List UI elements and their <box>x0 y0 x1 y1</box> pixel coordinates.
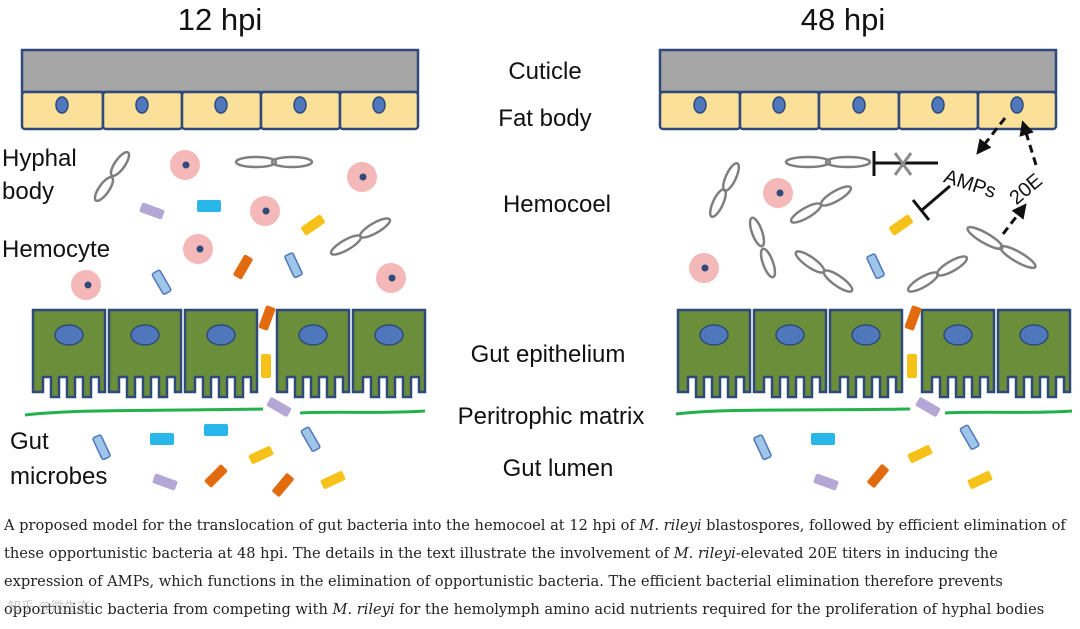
hemocoel-label: Hemocoel <box>503 191 611 218</box>
caption-species-2: M. rileyi <box>673 545 736 562</box>
hyphal-body-label-line1: Hyphal <box>2 145 77 172</box>
amps-inhibit-bacteria-bar <box>911 199 931 221</box>
inhibition-blocked-cross-icon <box>893 152 913 176</box>
left-peritrophic-matrix <box>24 407 426 417</box>
left-gut-microbes <box>92 424 346 497</box>
right-hemocytes <box>689 178 793 283</box>
hormone-20e-label: 20E <box>1005 170 1046 210</box>
caption-part-4: for the hemolymph amino acid nutrients r… <box>394 601 1045 618</box>
right-signaling: AMPs 20E <box>872 117 1047 235</box>
left-epithelium-nuclei <box>54 324 404 346</box>
diagram: 12 hpi 48 hpi Cuticle Fat body Hemocoel … <box>2 2 1073 497</box>
fatbody-to-amps-arrow <box>976 117 1007 155</box>
right-gut-epithelium <box>676 308 1072 399</box>
gut-microbes-label-line2: microbes <box>10 463 107 490</box>
amps-inhibit-bacteria-line <box>921 184 951 212</box>
fat-body-label: Fat body <box>498 105 591 132</box>
cuticle-label: Cuticle <box>508 58 581 85</box>
gut-epithelium-label: Gut epithelium <box>471 341 626 368</box>
left-fat-body <box>20 90 420 131</box>
right-fat-body <box>658 90 1058 131</box>
right-panel-title: 48 hpi <box>801 2 885 37</box>
caption-species-1: M. rileyi <box>639 517 702 534</box>
right-hyphal-bodies <box>708 155 1037 293</box>
left-translocating-bacteria <box>258 305 292 417</box>
caption-part-1: A proposed model for the translocation o… <box>4 517 640 534</box>
right-cuticle <box>658 48 1058 94</box>
hormone-to-fatbody-arrow <box>1019 120 1038 166</box>
right-peritrophic-matrix <box>675 407 1073 416</box>
caption-species-3: M. rileyi <box>332 601 395 618</box>
peritrophic-matrix-label: Peritrophic matrix <box>458 403 645 430</box>
left-hemocoel-bacteria <box>139 200 325 295</box>
right-epithelium-nuclei <box>699 324 1049 346</box>
amps-label: AMPs <box>941 166 999 203</box>
gut-microbes-label-line1: Gut <box>10 428 49 455</box>
left-panel-title: 12 hpi <box>178 2 262 37</box>
figure-caption: A proposed model for the translocation o… <box>4 512 1076 624</box>
hyphal-body-label-line2: body <box>2 178 54 205</box>
hemocyte-label: Hemocyte <box>2 236 110 263</box>
caption-part-3: -elevated 20E titers in inducing the exp… <box>4 545 1003 618</box>
left-hemocytes <box>71 150 406 300</box>
right-hemocoel-bacteria <box>866 214 913 280</box>
caption-part-2: blastospores, followed by efficient elim… <box>4 517 1066 562</box>
right-gut-microbes <box>753 424 993 491</box>
left-cuticle <box>20 48 420 94</box>
gut-lumen-label: Gut lumen <box>503 455 614 482</box>
left-gut-epithelium <box>31 308 427 399</box>
left-hyphal-bodies <box>93 150 392 256</box>
hyphae-to-hormone-arrow <box>1001 203 1027 235</box>
right-translocating-bacteria <box>904 305 941 417</box>
